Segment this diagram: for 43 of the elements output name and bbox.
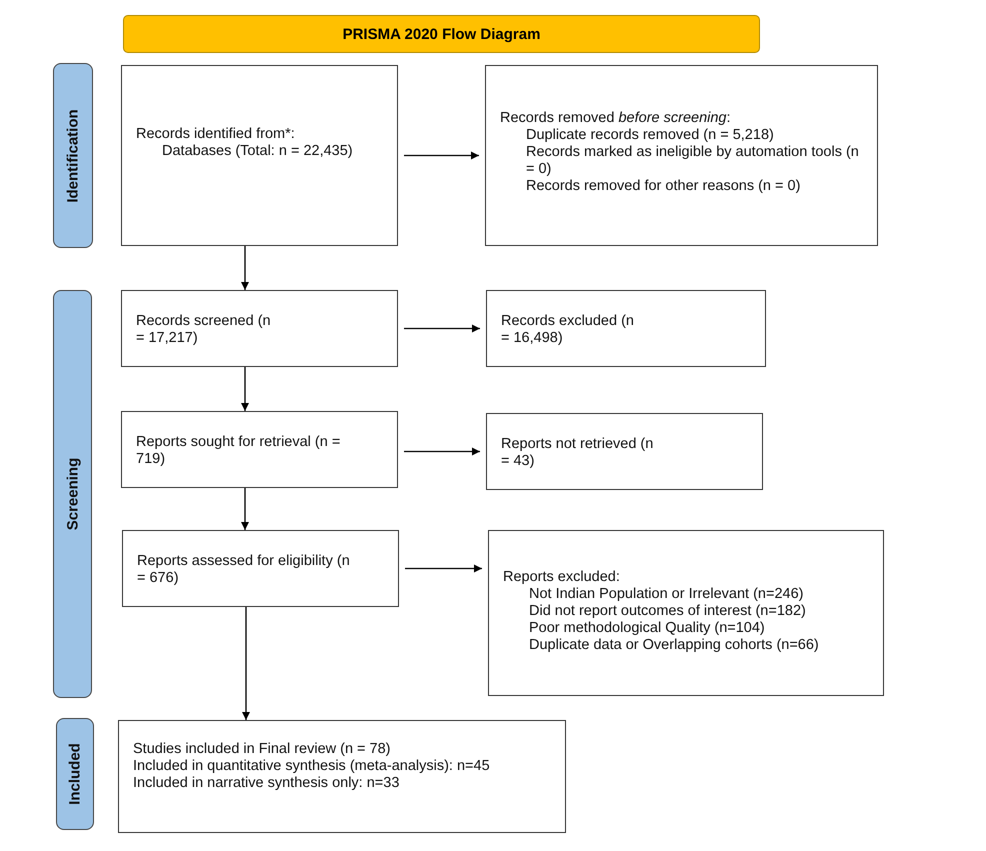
stage-label: Included — [66, 743, 84, 805]
box-text: Included in quantitative synthesis (meta-analysis): n=45 — [133, 758, 491, 775]
box-text: Studies included in Final review (n = 78) — [133, 741, 392, 758]
arrow — [404, 448, 480, 456]
box-text: Records identified from*: — [136, 126, 296, 143]
process-box — [485, 65, 878, 246]
stage-band — [53, 63, 93, 248]
title-banner: PRISMA 2020 Flow Diagram — [123, 15, 760, 53]
box-text: Reports sought for retrieval (n = 719) — [136, 434, 341, 468]
process-box — [121, 65, 398, 246]
stage-band — [53, 290, 92, 698]
process-box — [121, 411, 398, 488]
box-text: Included in narrative synthesis only: n=33 — [133, 775, 400, 792]
box-text: Duplicate records removed (n = 5,218) — [525, 127, 775, 144]
box-text: Databases (Total: n = 22,435) — [161, 143, 354, 160]
stage-band — [56, 718, 94, 830]
arrow — [242, 607, 250, 720]
arrow — [404, 152, 479, 160]
arrow — [241, 246, 249, 290]
process-box — [121, 290, 398, 367]
arrow — [405, 564, 482, 572]
arrow — [241, 488, 249, 530]
box-text: Reports not retrieved (n = 43) — [501, 436, 654, 470]
box-text: Records removed before screening: — [500, 110, 732, 127]
box-text: Records excluded (n = 16,498) — [501, 313, 635, 347]
box-text: Reports assessed for eligibility (n = 676) — [137, 553, 351, 587]
arrow — [241, 367, 249, 411]
box-text: Did not report outcomes of interest (n=182) — [528, 603, 807, 620]
stage-label: Screening — [64, 458, 81, 530]
process-box — [486, 413, 763, 490]
box-text: Reports excluded: — [503, 569, 621, 586]
box-text: Not Indian Population or Irrelevant (n=246) — [528, 586, 804, 603]
box-text: Records removed for other reasons (n = 0) — [525, 178, 802, 195]
process-box — [488, 530, 884, 696]
process-box — [122, 530, 399, 607]
process-box — [486, 290, 766, 367]
box-text: Poor methodological Quality (n=104) — [528, 620, 766, 637]
stage-label: Identification — [64, 108, 82, 202]
process-box — [118, 720, 566, 833]
box-text: Records marked as ineligible by automation tools (n = 0) — [525, 144, 860, 178]
box-text: Duplicate data or Overlapping cohorts (n=66) — [528, 637, 820, 654]
box-text: Records screened (n = 17,217) — [136, 313, 271, 347]
arrow — [404, 324, 480, 332]
